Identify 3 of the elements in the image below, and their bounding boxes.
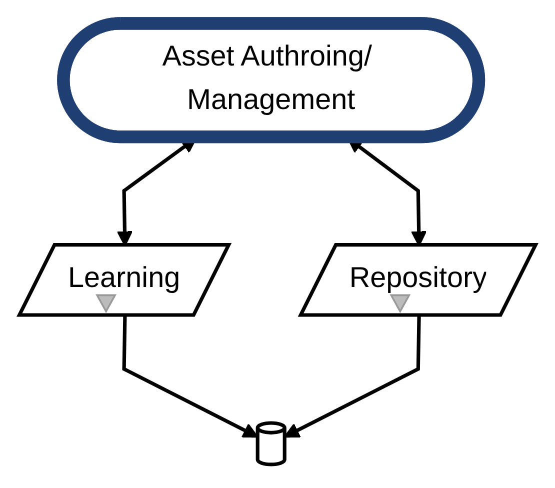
arrow xyxy=(284,316,421,438)
node-cylinder xyxy=(256,421,286,466)
arrow xyxy=(122,316,258,438)
